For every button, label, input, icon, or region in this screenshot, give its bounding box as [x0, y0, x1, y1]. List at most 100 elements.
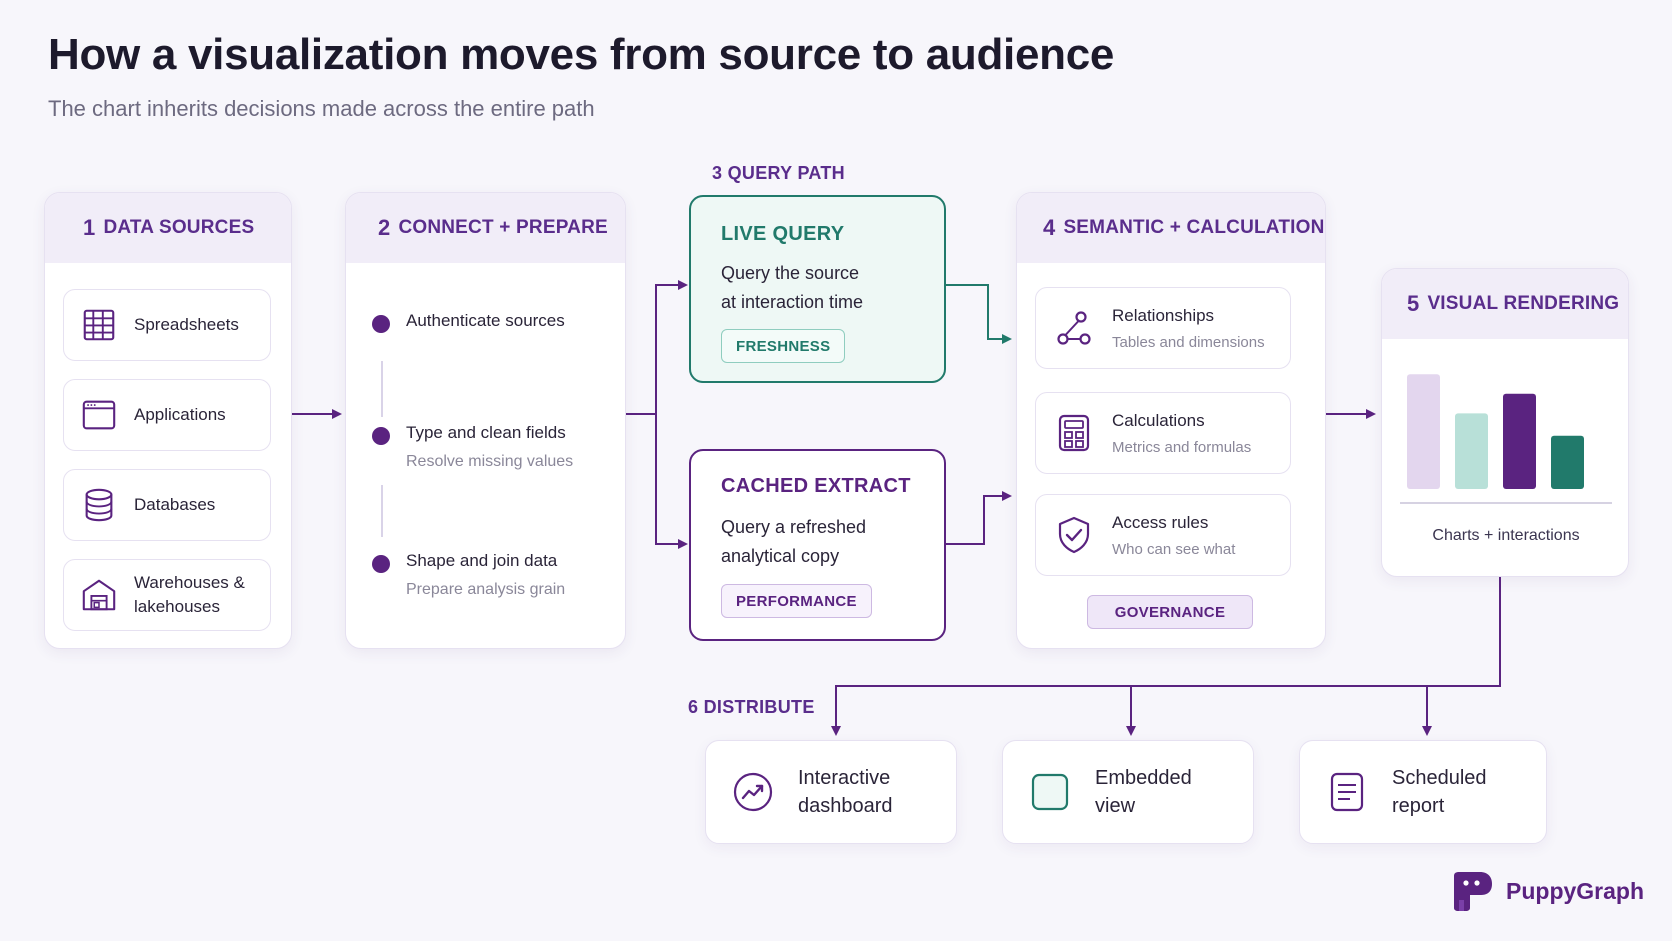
source-label: Databases [134, 495, 216, 514]
chart-bar [1407, 374, 1440, 489]
arrow-to-dashboard [831, 577, 1501, 736]
distribute-title: DISTRIBUTE [703, 697, 815, 717]
semantic-item-title: Access rules [1112, 512, 1209, 532]
live-query-box[interactable]: LIVE QUERY Query the source at interacti… [689, 195, 946, 383]
semantic-item-subtitle: Tables and dimensions [1112, 333, 1265, 351]
visual-rendering-header: 5 VISUAL RENDERING [1382, 269, 1628, 339]
step-title: Shape and join data [406, 551, 558, 570]
step-number: 4 [1043, 215, 1056, 240]
distribute-label-line: report [1392, 795, 1445, 817]
embedded-view-card[interactable]: Embedded view [1002, 740, 1254, 844]
source-label: Applications [134, 405, 226, 424]
source-spreadsheets[interactable]: Spreadsheets [63, 289, 271, 361]
prepare-step: Authenticate sources [372, 311, 565, 333]
description-line: Query a refreshed [721, 517, 867, 537]
step-subtitle: Prepare analysis grain [406, 581, 566, 598]
spreadsheet-icon [83, 309, 115, 341]
timeline-connector [381, 485, 383, 537]
visual-rendering-title: VISUAL RENDERING [1427, 293, 1620, 314]
page-subtitle: The chart inherits decisions made across… [48, 96, 595, 121]
data-sources-card: 1 DATA SOURCES Spreadsheets Applications… [44, 192, 292, 649]
calculator-icon [1058, 414, 1090, 452]
semantic-item-title: Calculations [1112, 410, 1205, 430]
prepare-step: Shape and join data Prepare analysis gra… [372, 551, 565, 599]
visual-rendering-card: 5 VISUAL RENDERING Charts + interactions [1381, 268, 1629, 577]
cached-extract-box[interactable]: CACHED EXTRACT Query a refreshed analyti… [689, 449, 946, 641]
step-number: 3 [712, 163, 723, 183]
puppygraph-logo [1454, 872, 1492, 911]
page-title: How a visualization moves from source to… [48, 30, 1115, 79]
step-number: 6 [688, 697, 699, 717]
step-title: Type and clean fields [406, 423, 566, 442]
data-sources-title: DATA SOURCES [103, 217, 255, 238]
report-document-icon [1330, 772, 1364, 812]
distribute-label-line: Embedded [1095, 767, 1192, 789]
source-applications[interactable]: Applications [63, 379, 271, 451]
step-dot [372, 555, 390, 573]
cached-extract-description: Query a refreshed analytical copy [721, 513, 866, 571]
step-number: 1 [83, 215, 96, 240]
performance-badge: PERFORMANCE [721, 584, 872, 618]
step-number: 2 [378, 215, 391, 240]
semantic-item-subtitle: Metrics and formulas [1112, 438, 1252, 456]
arrow-prepare-to-cached [655, 414, 688, 549]
semantic-item-title: Relationships [1112, 305, 1215, 325]
distribute-label-line: dashboard [798, 795, 893, 817]
embed-square-icon [1031, 773, 1069, 811]
prepare-step: Type and clean fields Resolve missing va… [372, 423, 573, 471]
arrow-prepare-to-live [626, 280, 688, 415]
chart-bar [1551, 435, 1584, 489]
visual-caption: Charts + interactions [1432, 527, 1580, 544]
live-query-description: Query the source at interaction time [721, 259, 863, 317]
data-sources-header: 1 DATA SOURCES [45, 193, 291, 263]
distribute-label: 6 DISTRIBUTE [688, 697, 815, 718]
source-label: Spreadsheets [134, 315, 239, 334]
step-dot [372, 427, 390, 445]
shield-check-icon [1058, 516, 1090, 554]
connect-prepare-title: CONNECT + PREPARE [398, 217, 608, 238]
relationships-icon [1057, 311, 1091, 345]
timeline-connector [381, 361, 383, 417]
chart-bar [1455, 413, 1488, 489]
distribute-label-line: Scheduled [1392, 767, 1487, 789]
query-path-label: 3 QUERY PATH [712, 163, 845, 184]
chart-bar [1503, 393, 1536, 489]
description-line: Query the source [721, 263, 860, 283]
semantic-relationships[interactable]: Relationships Tables and dimensions [1035, 287, 1291, 369]
connect-prepare-card: 2 CONNECT + PREPARE Authenticate sources… [345, 192, 626, 649]
brand-logo[interactable]: PuppyGraph [1450, 870, 1644, 912]
semantic-access-rules[interactable]: Access rules Who can see what [1035, 494, 1291, 576]
warehouse-icon [82, 579, 116, 611]
query-path-title: QUERY PATH [727, 163, 845, 183]
scheduled-report-card[interactable]: Scheduled report [1299, 740, 1547, 844]
app-window-icon [82, 400, 116, 430]
semantic-title: SEMANTIC + CALCULATION [1063, 217, 1325, 238]
arrow-live-to-semantic [946, 284, 1012, 344]
source-databases[interactable]: Databases [63, 469, 271, 541]
step-subtitle: Resolve missing values [406, 453, 574, 470]
step-dot [372, 315, 390, 333]
source-warehouses[interactable]: Warehouses & lakehouses [63, 559, 271, 631]
semantic-item-subtitle: Who can see what [1112, 540, 1236, 558]
database-icon [85, 488, 113, 522]
mini-bar-chart [1400, 374, 1612, 504]
semantic-calculations[interactable]: Calculations Metrics and formulas [1035, 392, 1291, 474]
step-title: Authenticate sources [406, 311, 565, 330]
live-query-title: LIVE QUERY [721, 223, 845, 245]
description-line: at interaction time [721, 292, 864, 312]
step-number: 5 [1407, 291, 1420, 316]
freshness-badge: FRESHNESS [721, 329, 846, 363]
distribute-label-line: Interactive [798, 767, 891, 789]
semantic-header: 4 SEMANTIC + CALCULATION [1017, 193, 1325, 263]
interactive-dashboard-card[interactable]: Interactive dashboard [705, 740, 957, 844]
semantic-card: 4 SEMANTIC + CALCULATION Relationships T… [1016, 192, 1326, 649]
distribute-label-line: view [1095, 795, 1136, 817]
arrow-cached-to-semantic [946, 491, 1012, 545]
description-line: analytical copy [721, 546, 840, 566]
trend-chart-icon [733, 772, 773, 812]
brand-name: PuppyGraph [1506, 877, 1645, 904]
cached-extract-title: CACHED EXTRACT [721, 475, 911, 497]
connect-prepare-header: 2 CONNECT + PREPARE [346, 193, 625, 263]
source-label: Warehouses & lakehouses [134, 573, 245, 616]
